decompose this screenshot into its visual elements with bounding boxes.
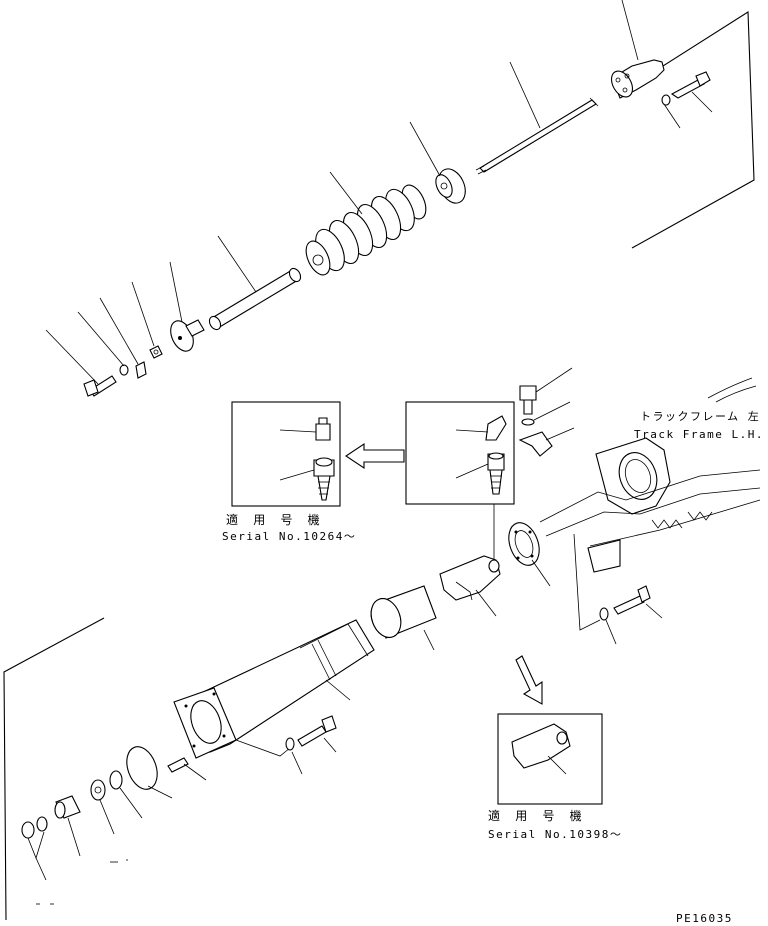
elbow-fitting-icon [455,415,507,441]
arrow-left-icon [345,442,405,470]
valve-body-icon [455,452,505,495]
serial-label-b: Serial No.10398～ [488,828,622,841]
upper-leaders [45,0,713,385]
grease-nipple-icon [279,417,331,441]
recoil-spring [305,184,427,276]
rod-end-cap [610,59,665,99]
inset-detail-c [497,713,603,805]
track-frame [539,377,761,573]
valve-housing [439,555,501,617]
cap-bolt [661,71,711,106]
spring-seat [170,319,205,352]
valve-housing-alt-icon [511,723,571,775]
inset-detail-b [405,401,515,505]
track-frame-label: Track Frame L.H. [634,428,764,441]
main-cylinder [173,619,375,759]
frame-bolt [573,533,663,645]
drawing-code: PE16035 [676,912,733,925]
serial-label-a: Serial No.10264～ [222,530,356,543]
long-rod [475,97,599,175]
spring-tube [208,267,302,331]
flange-disk [435,168,466,204]
cylinder-bolt [235,715,337,775]
serial-label-a-jp: 適 用 号 機 [226,512,324,527]
grease-valve-icon [279,457,335,501]
inset-detail-a [231,401,341,507]
seat-hardware [83,345,163,397]
track-frame-label-jp: トラックフレーム 左 [640,410,760,423]
plate-hardware [518,367,575,457]
upper-assembly [83,11,755,397]
serial-label-b-jp: 適 用 号 機 [488,808,586,823]
yoke-flange [508,522,551,587]
left-bracket-line [3,617,105,921]
arrow-down-icon [515,655,543,705]
lower-seals [21,746,207,881]
cylinder-sleeve [370,585,437,651]
